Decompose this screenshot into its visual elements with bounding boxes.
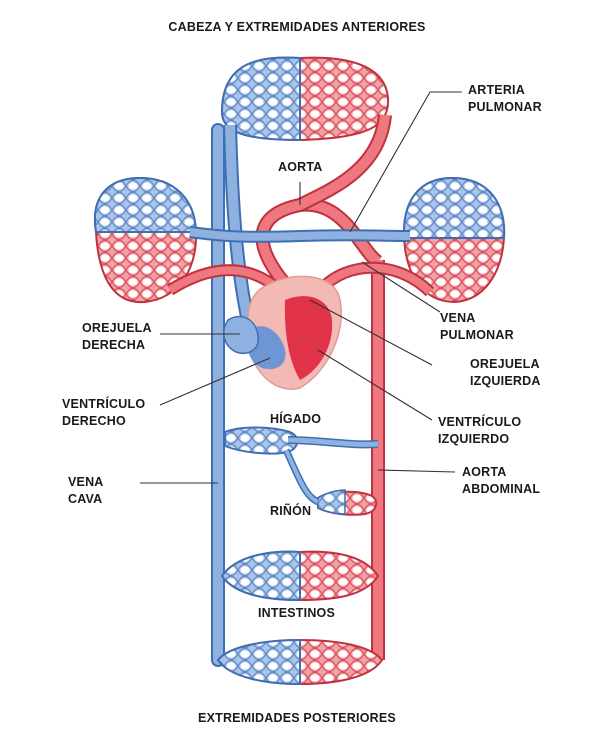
label-orejuela-derecha-line1: OREJUELA (82, 321, 152, 335)
label-arteria-pulmonar-line2: PULMONAR (468, 100, 542, 114)
label-aorta-abdominal: AORTA ABDOMINAL (462, 464, 540, 498)
label-intestinos: INTESTINOS (258, 606, 336, 620)
label-ventriculo-izquierdo: VENTRÍCULO IZQUIERDO (438, 414, 521, 448)
right-lung-capillary-bed (402, 176, 506, 304)
label-higado: HÍGADO (270, 412, 322, 426)
label-ventriculo-derecho-line2: DERECHO (62, 414, 126, 428)
bottom-title: EXTREMIDADES POSTERIORES (198, 711, 396, 725)
label-vena-cava: VENA CAVA (68, 474, 104, 508)
label-vena-pulmonar-line2: PULMONAR (440, 328, 514, 342)
liver-capillary-bed (224, 426, 379, 455)
label-ventriculo-izquierdo-line2: IZQUIERDO (438, 432, 510, 446)
kidney-capillary-bed (282, 448, 378, 516)
label-vena-pulmonar: VENA PULMONAR (440, 310, 514, 344)
head-capillary-bed (220, 56, 390, 142)
label-orejuela-izquierda-line1: OREJUELA (470, 357, 540, 371)
label-arteria-pulmonar-line1: ARTERIA (468, 83, 525, 97)
label-rinon: RIÑÓN (270, 504, 312, 518)
intestines-capillary-bed (220, 550, 380, 602)
label-ventriculo-derecho-line1: VENTRÍCULO (62, 397, 146, 411)
label-ventriculo-derecho: VENTRÍCULO DERECHO (62, 396, 145, 430)
label-vena-pulmonar-line1: VENA (440, 311, 476, 325)
label-aorta-abdominal-line1: AORTA (462, 465, 507, 479)
label-aorta: AORTA (278, 160, 323, 174)
label-orejuela-izquierda: OREJUELA IZQUIERDA (470, 356, 541, 390)
label-vena-cava-line2: CAVA (68, 492, 103, 506)
label-vena-cava-line1: VENA (68, 475, 104, 489)
label-ventriculo-izquierdo-line1: VENTRÍCULO (438, 415, 522, 429)
label-orejuela-izquierda-line2: IZQUIERDA (470, 374, 541, 388)
label-orejuela-derecha: OREJUELA DERECHA (82, 320, 152, 354)
top-title: CABEZA Y EXTREMIDADES ANTERIORES (168, 20, 426, 34)
left-lung-capillary-bed (93, 176, 198, 304)
label-orejuela-derecha-line2: DERECHA (82, 338, 146, 352)
hind-limbs-capillary-bed (216, 638, 384, 686)
label-arteria-pulmonar: ARTERIA PULMONAR (468, 82, 542, 116)
leader-lines (140, 91, 462, 484)
label-aorta-abdominal-line2: ABDOMINAL (462, 482, 541, 496)
